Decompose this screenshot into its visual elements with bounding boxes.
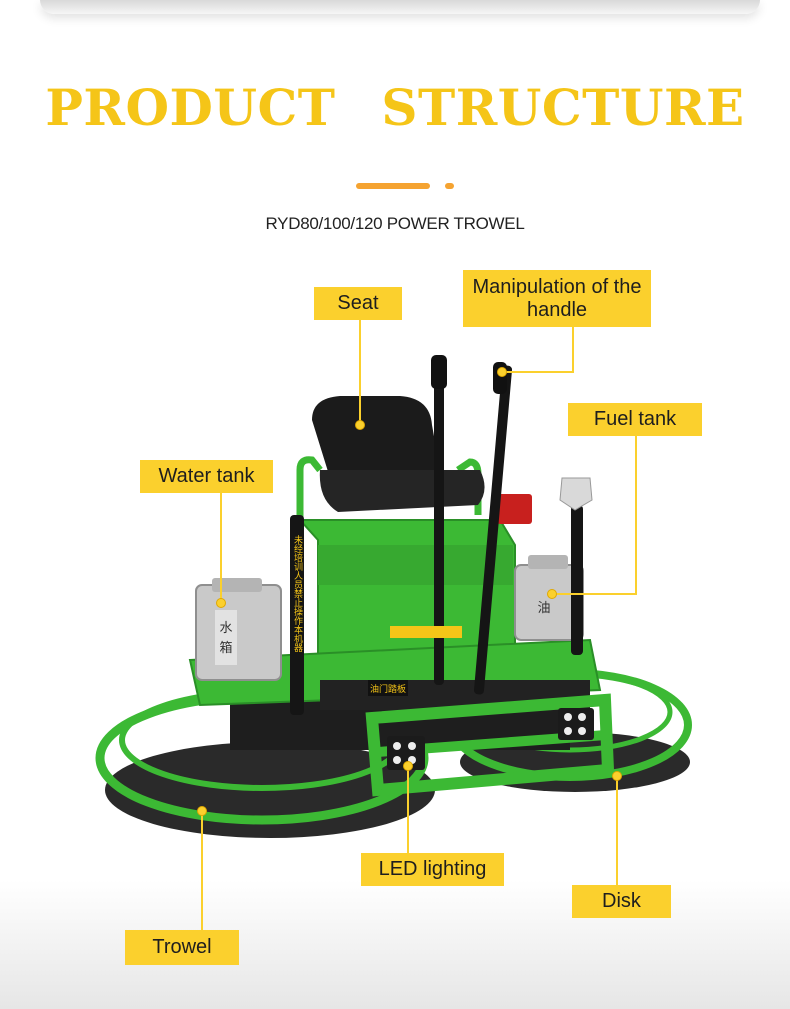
handle-leader-line-h [502, 371, 574, 373]
page-title: PRODUCT STRUCTURE [45, 78, 745, 137]
water-leader-dot [216, 598, 226, 608]
throttle-plate-label: 油门踏板 [370, 683, 406, 695]
water-tank-char-1: 水 [219, 621, 232, 636]
seat-cushion [319, 470, 485, 512]
fuel-tank-label: Fuel tank [568, 403, 702, 436]
accent-dot [445, 183, 454, 189]
disk-leader-dot [612, 771, 622, 781]
fuel-tank: 油 [514, 555, 584, 641]
svg-text:未经培训人员禁止操作本机器: 未经培训人员禁止操作本机器 [292, 534, 303, 652]
disk-label: Disk [572, 885, 671, 918]
water-leader-line [220, 492, 222, 602]
front-frame [365, 693, 615, 797]
trowel-label: Trowel [125, 930, 239, 965]
seat-label: Seat [314, 287, 402, 320]
handle-label: Manipulation of the handle [463, 270, 651, 327]
fuel-leader-line-h [552, 593, 637, 595]
handle-leader-line-v [572, 327, 574, 372]
water-tank-label: Water tank [140, 460, 273, 493]
handle-leader-dot [497, 367, 507, 377]
led-light-right [558, 708, 594, 740]
trowel-leader-line [201, 810, 203, 932]
accent-dash [356, 183, 430, 189]
water-tank-char-2: 箱 [219, 640, 232, 656]
handle-left [434, 355, 444, 685]
disk-leader-line [616, 775, 618, 887]
fuel-leader-dot [547, 589, 557, 599]
seat-leader-line [359, 320, 361, 424]
seat-leader-dot [355, 420, 365, 430]
led-lighting-label: LED lighting [361, 853, 504, 886]
model-subtitle: RYD80/100/120 POWER TROWEL [265, 214, 525, 233]
water-tank: 水 箱 [195, 578, 282, 681]
seat-back [312, 396, 440, 478]
led-leader-line [407, 765, 409, 855]
trowel-leader-dot [197, 806, 207, 816]
handle-right [473, 365, 513, 695]
led-leader-dot [403, 761, 413, 771]
fuel-leader-line-v [635, 435, 637, 595]
fuel-tank-char: 油 [537, 601, 550, 616]
top-shadow-bar [40, 0, 760, 14]
